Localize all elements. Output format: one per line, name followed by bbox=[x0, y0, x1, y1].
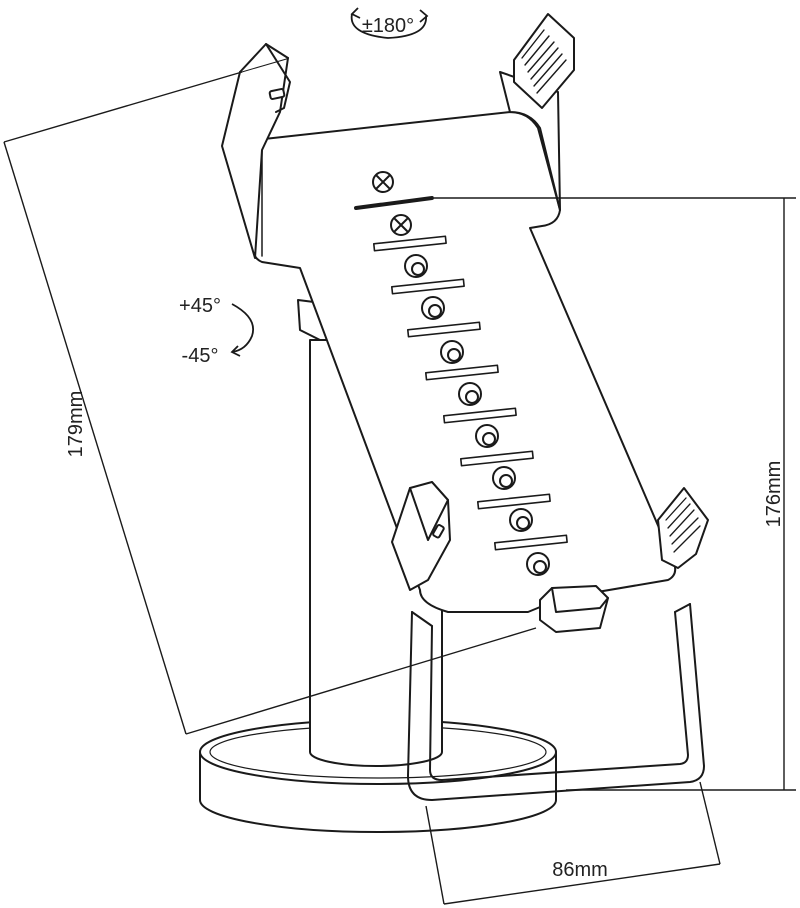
screw-icon bbox=[390, 214, 412, 236]
clamp-bottom-right bbox=[657, 487, 709, 569]
tilt-down-label: -45° bbox=[182, 345, 219, 367]
adjustment-slots bbox=[354, 196, 568, 551]
rotate-arrow-icon bbox=[350, 7, 429, 39]
rotation-label: ±180° bbox=[362, 15, 414, 37]
clamp-bottom-left bbox=[391, 481, 451, 591]
tray-plate bbox=[252, 111, 677, 613]
screw-icon bbox=[372, 171, 394, 193]
clamp-top-right bbox=[499, 13, 575, 211]
mount-holes bbox=[404, 254, 550, 576]
height-vertical-label: 176mm bbox=[763, 461, 785, 528]
tilt-arrow-icon bbox=[230, 303, 254, 357]
height-diagonal-label: 179mm bbox=[65, 391, 87, 458]
tilt-up-label: +45° bbox=[179, 295, 221, 317]
base-width-label: 86mm bbox=[552, 859, 608, 881]
bottom-lip bbox=[539, 585, 609, 633]
wire-bracket bbox=[407, 603, 705, 801]
dimension-lines bbox=[3, 71, 796, 905]
clamp-top-left bbox=[221, 43, 291, 259]
